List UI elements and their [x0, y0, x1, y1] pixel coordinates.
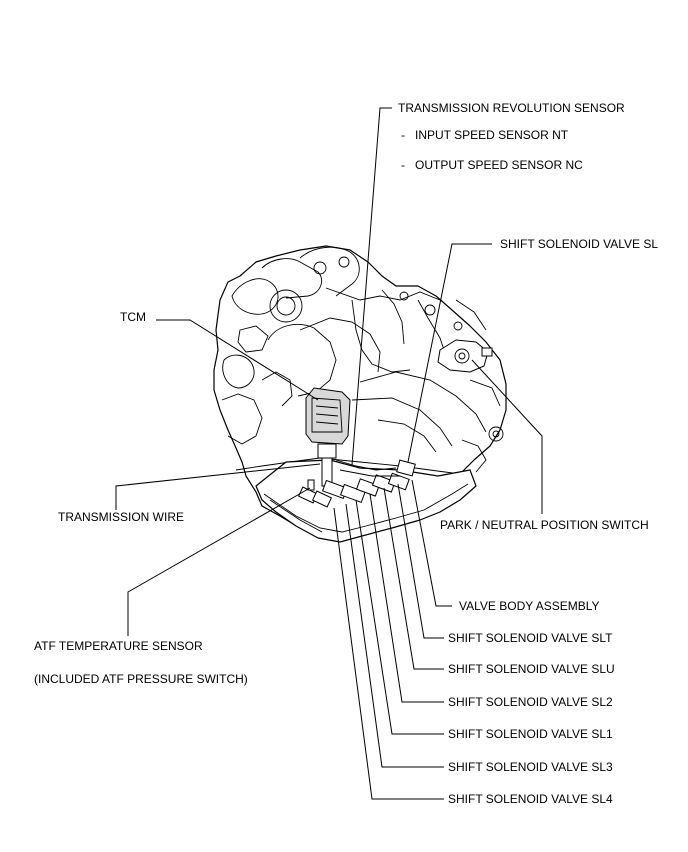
leader-lines [115, 107, 543, 800]
input-speed-sensor-dash: - [401, 128, 405, 142]
transaxle-housing [213, 245, 507, 543]
shift-solenoid-sl-label: SHIFT SOLENOID VALVE SL [500, 237, 658, 251]
tcm-label: TCM [120, 310, 146, 324]
atf-temperature-sensor-label: ATF TEMPERATURE SENSOR [34, 639, 203, 653]
output-speed-sensor-label: OUTPUT SPEED SENSOR NC [415, 158, 583, 172]
solenoid-valves [297, 459, 416, 508]
transmission-revolution-sensor-label: TRANSMISSION REVOLUTION SENSOR [398, 101, 625, 115]
callout-labels: TRANSMISSION REVOLUTION SENSOR - INPUT S… [34, 101, 658, 806]
transmission-wire-label: TRANSMISSION WIRE [58, 510, 184, 524]
valve-body-assembly-label: VALVE BODY ASSEMBLY [459, 599, 600, 613]
shift-solenoid-slu-label: SHIFT SOLENOID VALVE SLU [448, 662, 615, 676]
shift-solenoid-sl4-label: SHIFT SOLENOID VALVE SL4 [448, 792, 613, 806]
atf-pressure-switch-label: (INCLUDED ATF PRESSURE SWITCH) [34, 672, 248, 686]
shift-solenoid-slt-label: SHIFT SOLENOID VALVE SLT [448, 631, 613, 645]
input-speed-sensor-label: INPUT SPEED SENSOR NT [415, 128, 569, 142]
tcm-unit [305, 387, 351, 487]
output-speed-sensor-dash: - [401, 158, 405, 172]
shift-solenoid-sl1-label: SHIFT SOLENOID VALVE SL1 [448, 727, 613, 741]
park-neutral-switch-label: PARK / NEUTRAL POSITION SWITCH [440, 518, 649, 532]
shift-solenoid-sl2-label: SHIFT SOLENOID VALVE SL2 [448, 695, 613, 709]
shift-solenoid-sl3-label: SHIFT SOLENOID VALVE SL3 [448, 760, 613, 774]
